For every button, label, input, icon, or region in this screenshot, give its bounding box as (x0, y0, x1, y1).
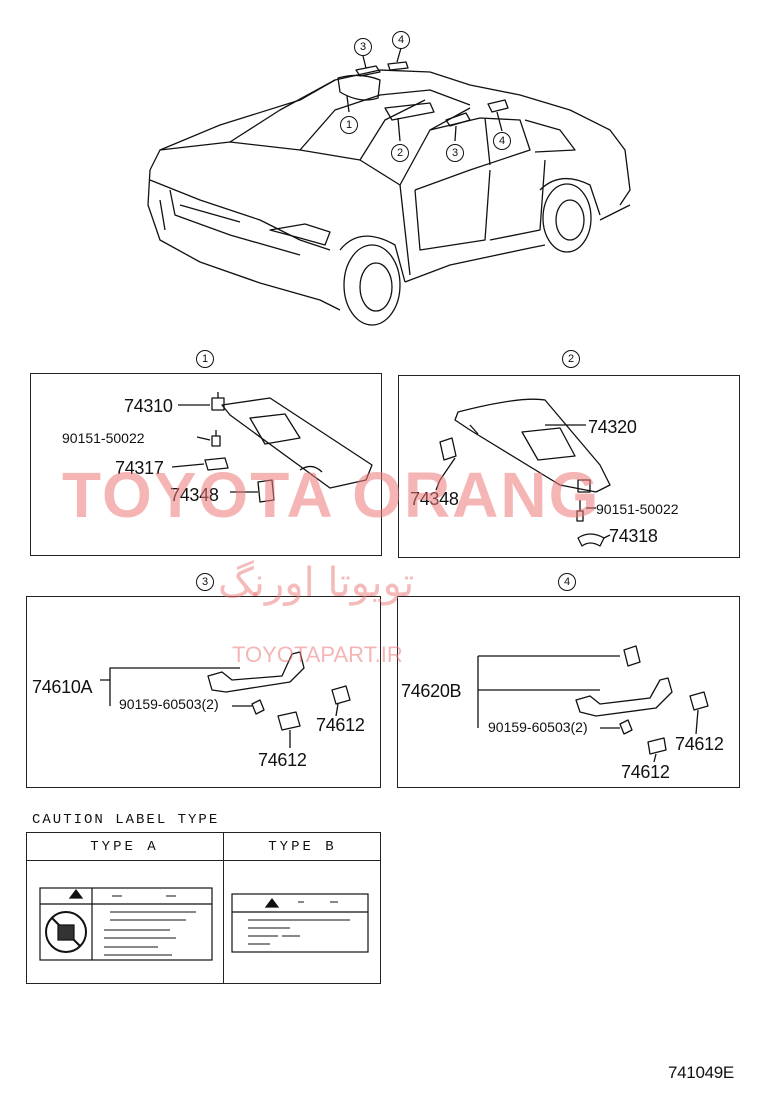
part-74348-p2: 74348 (410, 489, 459, 509)
callout-4-overview: 4 (493, 132, 511, 150)
caution-table (26, 832, 381, 984)
part-74612-p3-right: 74612 (316, 715, 365, 735)
panel-2-index: 2 (562, 350, 580, 368)
panel-3-assist-grip-front (26, 596, 381, 788)
panel-4-assist-grip-rear (397, 596, 740, 788)
watermark-site: TOYOTAPART.IR (232, 642, 403, 667)
part-74612-p4-bottom: 74612 (621, 762, 670, 782)
watermark-persian: تویوتا اورنگ (218, 560, 415, 606)
part-74317: 74317 (115, 458, 164, 478)
part-74348-p1: 74348 (170, 485, 219, 505)
type-b-header: TYPE B (268, 839, 337, 855)
panel-3-index: 3 (196, 573, 214, 591)
part-74620B: 74620B (401, 681, 462, 701)
type-a-header: TYPE A (90, 839, 159, 855)
car-overview-illustration (147, 47, 631, 326)
callout-3-top: 3 (354, 38, 372, 56)
part-74320: 74320 (588, 417, 637, 437)
part-90151-50022-p1: 90151-50022 (62, 430, 145, 446)
caution-label-title: CAUTION LABEL TYPE (32, 812, 220, 828)
callout-2-overview: 2 (391, 144, 409, 162)
part-90159-60503-p4: 90159-60503(2) (488, 719, 588, 735)
part-74310: 74310 (124, 396, 173, 416)
part-90159-60503-p3: 90159-60503(2) (119, 696, 219, 712)
part-74318: 74318 (609, 526, 658, 546)
caution-header-divider (26, 860, 381, 861)
callout-1-overview: 1 (340, 116, 358, 134)
caution-column-divider (223, 832, 224, 984)
panel-1-index: 1 (196, 350, 214, 368)
part-90151-50022-p2: 90151-50022 (596, 501, 679, 517)
figure-code: 741049E (668, 1063, 734, 1082)
callout-3-overview: 3 (446, 144, 464, 162)
panel-2-sun-visor-rh (398, 375, 740, 558)
callout-4-top: 4 (392, 31, 410, 49)
watermark-latin: TOYOTA ORANG (62, 459, 601, 531)
panel-4-index: 4 (558, 573, 576, 591)
panel-1-sun-visor-lh (30, 373, 382, 556)
part-74612-p3-bottom: 74612 (258, 750, 307, 770)
part-74610A: 74610A (32, 677, 93, 697)
part-74612-p4-right: 74612 (675, 734, 724, 754)
